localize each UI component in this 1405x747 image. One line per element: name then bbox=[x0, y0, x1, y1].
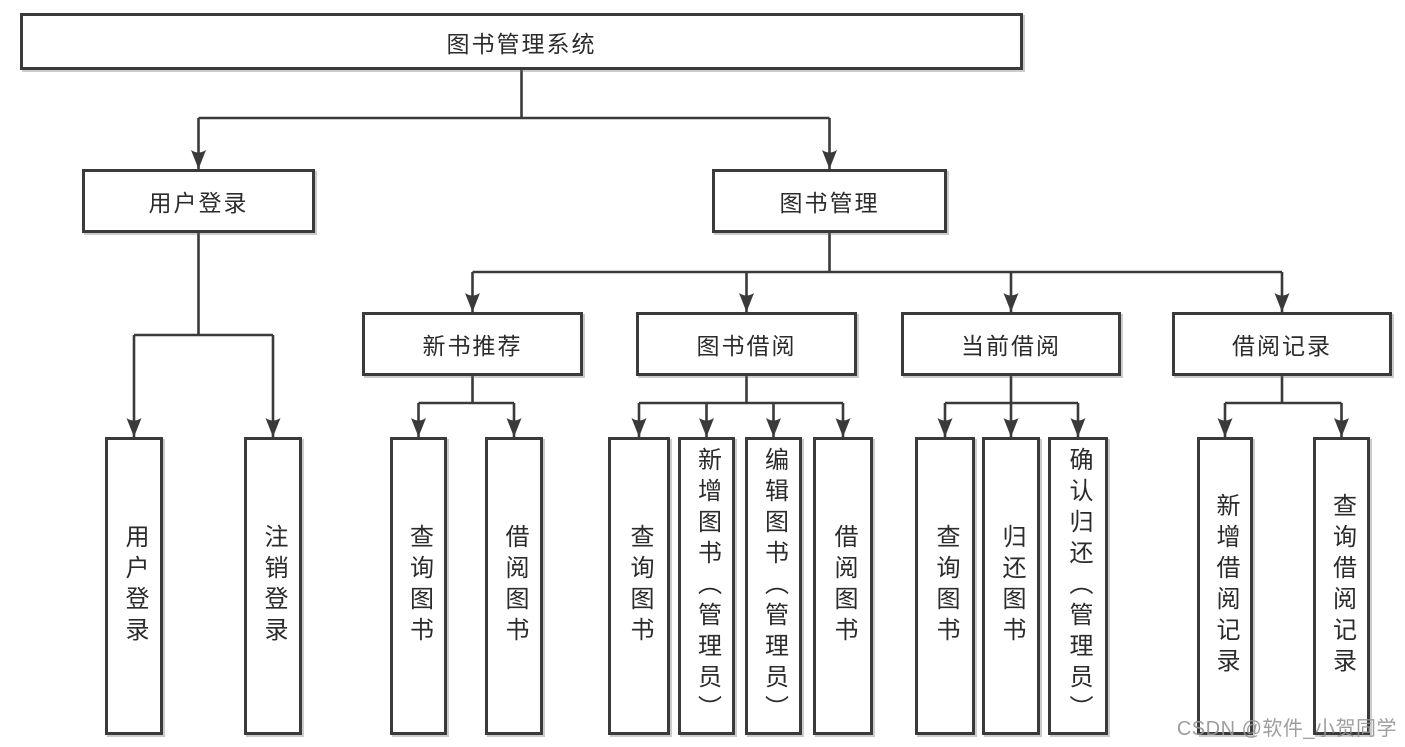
node-new-book-recommend-label: 新书推荐 bbox=[422, 333, 523, 359]
node-new-book-recommend: 新书推荐 bbox=[362, 312, 583, 376]
leaf-add-book-admin: 新增图书（管理员） bbox=[678, 437, 735, 735]
leaf-confirm-return-admin-label: 确认归还（管理员） bbox=[1065, 446, 1092, 726]
leaf-user-login: 用户登录 bbox=[105, 437, 163, 735]
leaf-return-book-label: 归还图书 bbox=[998, 524, 1025, 648]
node-book-management-label: 图书管理 bbox=[779, 190, 880, 216]
leaf-borrow-books-recommend: 借阅图书 bbox=[485, 437, 543, 735]
leaf-edit-book-admin: 编辑图书（管理员） bbox=[745, 437, 802, 735]
leaf-query-books-current-label: 查询图书 bbox=[932, 524, 959, 648]
leaf-query-borrow-record-label: 查询借阅记录 bbox=[1328, 493, 1356, 679]
leaf-query-books-current: 查询图书 bbox=[915, 437, 975, 735]
node-root: 图书管理系统 bbox=[20, 13, 1023, 70]
leaf-borrow-books-borrow-label: 借阅图书 bbox=[830, 524, 857, 648]
leaf-confirm-return-admin: 确认归还（管理员） bbox=[1048, 437, 1108, 735]
leaf-logout: 注销登录 bbox=[244, 437, 302, 735]
node-borrow-records-label: 借阅记录 bbox=[1232, 333, 1332, 359]
watermark-text: CSDN @软件_小贺同学 bbox=[1176, 718, 1397, 740]
node-book-borrow: 图书借阅 bbox=[636, 312, 857, 376]
node-root-label: 图书管理系统 bbox=[446, 30, 597, 57]
leaf-borrow-books-recommend-label: 借阅图书 bbox=[501, 524, 528, 648]
leaf-logout-label: 注销登录 bbox=[260, 524, 287, 648]
leaf-borrow-books-borrow: 借阅图书 bbox=[813, 437, 873, 735]
leaf-return-book: 归还图书 bbox=[982, 437, 1040, 735]
leaf-query-books-borrow: 查询图书 bbox=[608, 437, 670, 735]
leaf-query-books-borrow-label: 查询图书 bbox=[626, 524, 653, 648]
node-book-borrow-label: 图书借阅 bbox=[696, 333, 797, 359]
node-current-borrow: 当前借阅 bbox=[901, 312, 1121, 376]
leaf-query-borrow-record: 查询借阅记录 bbox=[1313, 437, 1370, 735]
leaf-add-borrow-record-label: 新增借阅记录 bbox=[1212, 493, 1239, 679]
node-user-login: 用户登录 bbox=[82, 169, 315, 233]
leaf-query-books-recommend-label: 查询图书 bbox=[405, 524, 433, 648]
node-book-management: 图书管理 bbox=[712, 169, 947, 233]
leaf-query-books-recommend: 查询图书 bbox=[390, 437, 447, 735]
leaf-add-borrow-record: 新增借阅记录 bbox=[1197, 437, 1253, 735]
leaf-edit-book-admin-label: 编辑图书（管理员） bbox=[760, 446, 788, 726]
leaf-add-book-admin-label: 新增图书（管理员） bbox=[693, 446, 721, 726]
node-current-borrow-label: 当前借阅 bbox=[961, 333, 1061, 359]
node-borrow-records: 借阅记录 bbox=[1172, 312, 1392, 376]
leaf-user-login-label: 用户登录 bbox=[121, 524, 148, 648]
node-user-login-label: 用户登录 bbox=[148, 190, 249, 216]
